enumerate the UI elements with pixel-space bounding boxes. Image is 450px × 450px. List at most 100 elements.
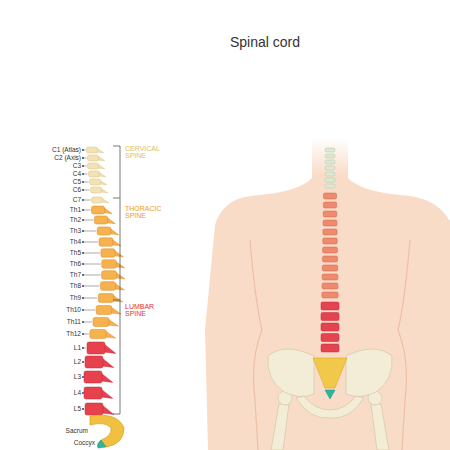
spinous-process	[107, 217, 116, 223]
leader-dot	[82, 149, 84, 151]
vertebra	[322, 292, 338, 298]
leader-dot	[82, 189, 84, 191]
vertebra	[90, 179, 101, 185]
vertebra	[90, 329, 106, 338]
vertebra-label: Th3	[70, 228, 81, 235]
vertebra	[321, 334, 339, 342]
vertebra	[87, 342, 105, 354]
vertebra-label: Sacrum	[66, 428, 88, 435]
vertebra	[98, 294, 113, 303]
leader-line	[83, 150, 86, 151]
vertebra-label: C6	[73, 187, 81, 194]
coccyx-bone	[97, 440, 106, 448]
vertebra	[322, 274, 338, 280]
vertebra-label: C2 (Axis)	[54, 155, 81, 162]
vertebra-label: C1 (Atlas)	[52, 147, 81, 154]
vertebra	[85, 403, 103, 415]
vertebra	[325, 160, 335, 164]
vertebra	[322, 283, 338, 289]
leader-dot	[82, 333, 84, 335]
leader-dot	[82, 297, 84, 299]
leader-dot	[82, 173, 84, 175]
side-spine	[82, 147, 125, 415]
vertebra	[92, 197, 103, 203]
leader-line	[83, 275, 101, 276]
spinous-process	[102, 358, 114, 367]
leader-dot	[82, 263, 84, 265]
leader-line	[83, 286, 99, 287]
vertebra	[325, 178, 335, 182]
vertebra	[93, 318, 109, 327]
vertebra-label: Th2	[70, 217, 81, 224]
vertebra	[323, 202, 336, 208]
leader-line	[83, 362, 84, 363]
vertebra-label: Th4	[70, 239, 81, 246]
vertebra	[325, 166, 335, 170]
vertebra	[324, 193, 337, 199]
leader-line	[83, 264, 101, 265]
vertebra	[322, 265, 337, 271]
vertebra-label: Th6	[70, 261, 81, 268]
arm-outline	[250, 240, 262, 450]
leader-line	[83, 210, 91, 211]
leader-line	[83, 200, 91, 201]
leader-dot	[82, 285, 84, 287]
leader-line	[83, 253, 100, 254]
leader-line	[83, 298, 97, 299]
region-bracket	[113, 146, 120, 414]
vertebra	[87, 147, 98, 153]
leader-line	[83, 174, 88, 175]
vertebra	[323, 211, 337, 217]
leader-line	[83, 334, 89, 335]
vertebra	[321, 302, 339, 310]
vertebra	[92, 206, 105, 214]
leader-dot	[82, 219, 84, 221]
leader-line	[83, 322, 92, 323]
sacrum-bone	[90, 415, 124, 447]
vertebra	[91, 187, 102, 193]
vertebra	[321, 323, 339, 331]
vertebra	[88, 163, 99, 169]
leader-line	[83, 231, 96, 232]
region-label: LUMBAR SPINE	[125, 303, 177, 318]
sacrum-bone	[313, 358, 347, 388]
leader-dot	[82, 392, 84, 394]
spinous-process	[104, 344, 116, 353]
leader-dot	[82, 408, 84, 410]
leader-line	[83, 166, 87, 167]
leader-line	[83, 158, 87, 159]
vertebra-label: C4	[73, 171, 81, 178]
leader-dot	[82, 157, 84, 159]
spinous-process	[104, 207, 112, 213]
vertebra	[323, 247, 338, 253]
spinous-process	[101, 373, 113, 382]
vertebra	[84, 387, 102, 399]
vertebra-label: Th8	[70, 283, 81, 290]
vertebra-label: C5	[73, 179, 81, 186]
vertebra	[101, 249, 115, 257]
spinous-process	[101, 389, 113, 398]
leader-dot	[82, 376, 84, 378]
vertebra	[94, 216, 107, 224]
leader-line	[83, 409, 84, 410]
leader-dot	[82, 321, 84, 323]
body-spine	[321, 148, 339, 352]
vertebra	[84, 371, 102, 383]
vertebra	[325, 154, 335, 158]
vertebra	[323, 220, 337, 226]
spinous-process	[110, 228, 119, 234]
vertebra	[102, 260, 117, 269]
leader-line	[83, 242, 98, 243]
vertebra	[89, 171, 100, 177]
spinous-process	[105, 331, 116, 338]
vertebra-label: Th9	[70, 295, 81, 302]
arm-outline	[398, 240, 410, 450]
vertebra-label: Th10	[66, 307, 81, 314]
leader-line	[83, 310, 95, 311]
vertebra-label: Th5	[70, 250, 81, 257]
vertebra	[99, 238, 113, 246]
leader-dot	[82, 230, 84, 232]
vertebra	[102, 271, 117, 280]
vertebra	[321, 313, 339, 321]
